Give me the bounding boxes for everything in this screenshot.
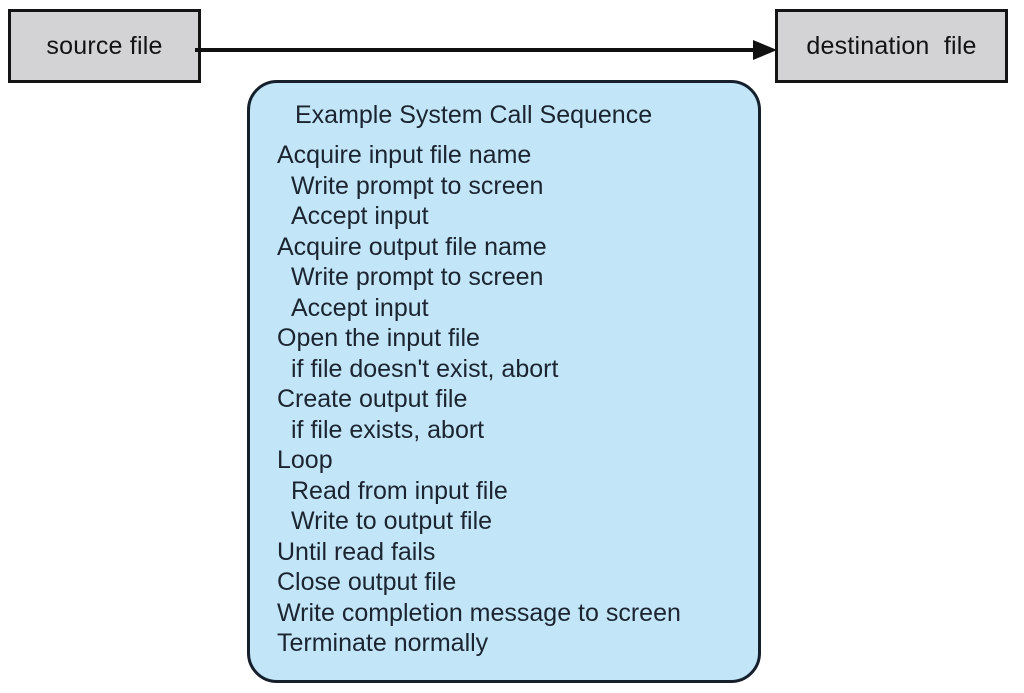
destination-file-box: destination file (775, 9, 1008, 83)
destination-file-label: destination file (806, 31, 977, 60)
source-file-box: source file (8, 9, 201, 83)
sequence-step: Acquire input file name (277, 141, 532, 169)
sequence-step: Write prompt to screen (291, 263, 544, 291)
sequence-step: Terminate normally (277, 629, 489, 657)
sequence-panel-title: Example System Call Sequence (295, 101, 653, 129)
copy-flow-arrow (195, 34, 785, 66)
sequence-step: Create output file (277, 385, 468, 413)
sequence-step: Open the input file (277, 324, 480, 352)
sequence-step: Accept input (291, 293, 429, 322)
sequence-step: Until read fails (277, 537, 436, 566)
arrow-icon (195, 40, 777, 60)
sequence-step: Close output file (277, 568, 457, 596)
sequence-step: Write to output file (291, 507, 493, 535)
sequence-step: if file doesn't exist, abort (291, 354, 559, 383)
source-file-label: source file (46, 31, 163, 60)
sequence-step: Loop (277, 446, 333, 474)
sequence-step: Write completion message to screen (277, 598, 681, 627)
sequence-step: if file exists, abort (291, 415, 485, 444)
sequence-step: Accept input (291, 202, 429, 230)
sequence-step: Write prompt to screen (291, 171, 544, 200)
sequence-step: Acquire output file name (277, 232, 547, 261)
sequence-step: Read from input file (291, 476, 508, 505)
system-call-sequence-panel: Example System Call Sequence Acquire inp… (247, 80, 761, 683)
